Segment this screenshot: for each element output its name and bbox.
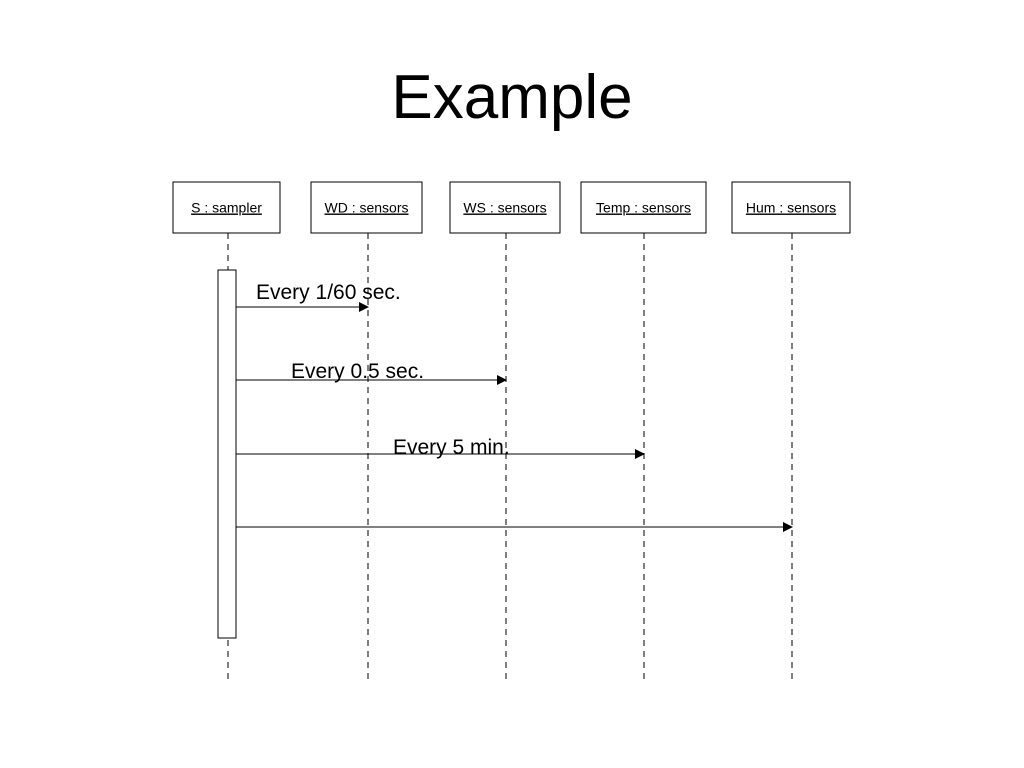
lifeline-sampler: S : sampler <box>172 181 281 684</box>
message-temp: Every 5 min. <box>236 436 645 459</box>
lifeline-label-hum: Hum : sensors <box>746 200 836 216</box>
lifeline-label-ws: WS : sensors <box>463 200 546 216</box>
message-label-wd: Every 1/60 sec. <box>256 281 401 304</box>
lifeline-hum: Hum : sensors <box>731 181 851 684</box>
activation-bar-sampler <box>217 269 237 639</box>
message-wd: Every 1/60 sec. <box>236 281 401 312</box>
lifeline-wd: WD : sensors <box>310 181 423 684</box>
lifeline-temp: Temp : sensors <box>580 181 707 684</box>
lifeline-box-ws <box>449 181 561 234</box>
lifeline-ws: WS : sensors <box>449 181 561 684</box>
lifeline-box-temp <box>580 181 707 234</box>
message-label-ws: Every 0.5 sec. <box>291 360 424 383</box>
lifeline-label-temp: Temp : sensors <box>596 200 691 216</box>
lifeline-label-sampler: S : sampler <box>191 200 262 216</box>
lifeline-label-wd: WD : sensors <box>324 200 408 216</box>
message-label-temp: Every 5 min. <box>393 436 510 459</box>
lifeline-box-hum <box>731 181 851 234</box>
lifeline-box-wd <box>310 181 423 234</box>
lifeline-box-sampler <box>172 181 281 234</box>
message-ws: Every 0.5 sec. <box>236 360 507 385</box>
slide-title: Example <box>391 63 633 132</box>
